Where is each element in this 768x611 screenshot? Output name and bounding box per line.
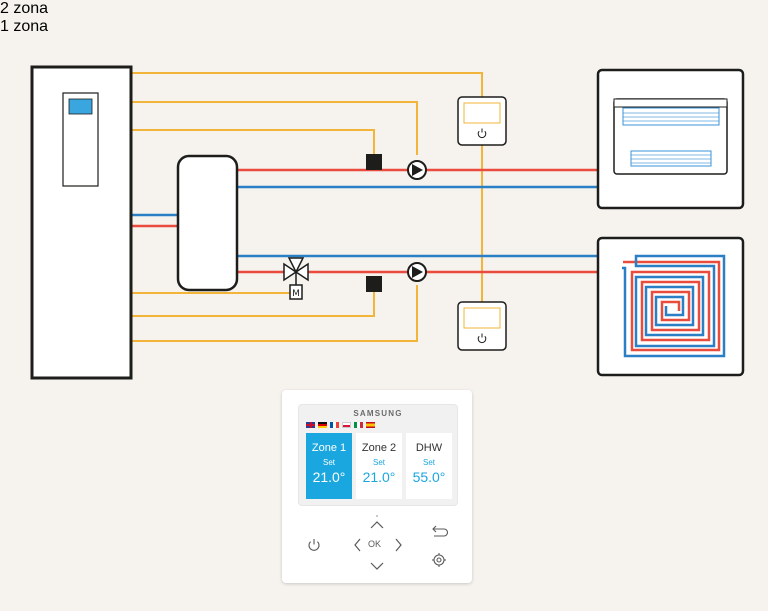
room-thermostat-icon <box>457 96 507 146</box>
zone-tiles: Zone 1 Set 21.0° Zone 2 Set 21.0° DHW Se… <box>306 433 452 499</box>
valve-motor-letter: M <box>292 289 300 299</box>
dhw-tile[interactable]: DHW Set 55.0° <box>406 433 452 499</box>
controller-buttons <box>308 515 449 570</box>
zone-1-label: 1 zona <box>0 18 49 35</box>
es-flag-icon[interactable] <box>366 422 375 428</box>
brand-logo: SAMSUNG <box>353 409 403 418</box>
cold-pipes <box>131 185 598 258</box>
arrow-left-icon[interactable] <box>354 538 361 552</box>
tile-set-label: Set <box>422 458 435 467</box>
pl-flag-icon[interactable] <box>342 422 351 428</box>
tile-setpoint: 21.0° <box>312 469 346 485</box>
zone-2-tile[interactable]: Zone 2 Set 21.0° <box>356 433 402 499</box>
arrow-right-icon[interactable] <box>395 538 402 552</box>
language-flags <box>306 422 378 430</box>
tile-name: Zone 2 <box>361 442 397 454</box>
top-dot <box>376 515 378 517</box>
ok-button[interactable]: OK <box>368 539 382 549</box>
zone-1-tile[interactable]: Zone 1 Set 21.0° <box>306 433 352 499</box>
arrow-up-icon[interactable] <box>370 521 384 529</box>
sensor-bottom-icon <box>366 276 382 292</box>
tile-setpoint: 55.0° <box>412 469 446 485</box>
tile-setpoint: 21.0° <box>362 469 396 485</box>
fr-flag-icon[interactable] <box>330 422 339 428</box>
room-thermostat-icon <box>457 301 507 351</box>
indoor-unit-icon <box>30 65 133 380</box>
de-flag-icon[interactable] <box>318 422 327 428</box>
circulation-pump-icon <box>407 160 427 180</box>
wired-controller: SAMSUNG Zone 1 Set 21.0° Zone 2 Set 21.0… <box>282 390 472 583</box>
power-icon[interactable] <box>308 539 320 551</box>
circulation-pump-icon <box>407 262 427 282</box>
tile-name: DHW <box>415 442 443 454</box>
sensor-top-icon <box>366 154 382 170</box>
buffer-tank-icon <box>176 154 239 292</box>
three-way-valve-icon <box>283 257 309 300</box>
underfloor-heating-icon <box>596 236 745 377</box>
tile-set-label: Set <box>322 458 335 467</box>
uk-flag-icon[interactable] <box>306 422 315 428</box>
settings-icon[interactable] <box>432 553 446 567</box>
arrow-down-icon[interactable] <box>370 562 384 570</box>
power-icon <box>477 128 487 138</box>
tile-set-label: Set <box>372 458 385 467</box>
back-icon[interactable] <box>432 525 449 537</box>
zone-2-label: 2 zona <box>0 0 49 17</box>
fan-coil-icon <box>596 68 745 210</box>
tile-name: Zone 1 <box>311 442 347 454</box>
power-icon <box>477 333 487 343</box>
it-flag-icon[interactable] <box>354 422 363 428</box>
controller-screen: SAMSUNG Zone 1 Set 21.0° Zone 2 Set 21.0… <box>298 404 458 506</box>
